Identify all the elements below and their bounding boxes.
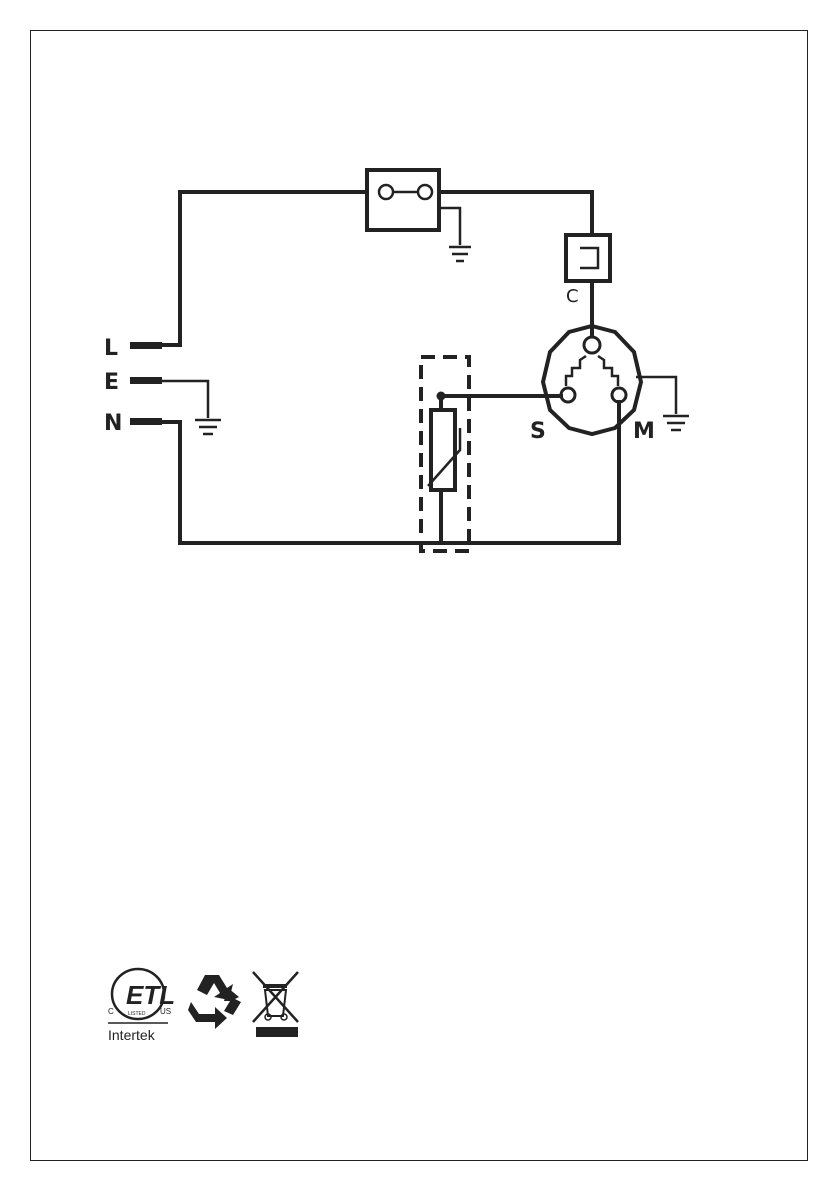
- terminal-label-l: L: [104, 336, 118, 361]
- terminal-plug-e: [130, 377, 162, 384]
- ground-icon: [449, 247, 471, 261]
- wire-earth: [162, 381, 208, 418]
- compressor-winding-main: [598, 356, 618, 386]
- terminal-label-n: N: [104, 411, 122, 436]
- thermostat-ground-lead: [439, 208, 460, 245]
- compressor-pin-common: [584, 337, 600, 353]
- pin-label-m: M: [633, 419, 655, 444]
- ground-icon: [195, 420, 221, 434]
- capacitor-box: [566, 235, 610, 281]
- compressor-pin-start: [561, 388, 575, 402]
- etl-listed-logo: ETL LISTED C US Intertek: [108, 969, 175, 1043]
- etl-us-text: US: [160, 1007, 171, 1016]
- wire-neutral: [162, 402, 619, 543]
- terminal-plug-n: [130, 418, 162, 425]
- capacitor-label: C: [566, 286, 579, 307]
- compressor-pin-main: [612, 388, 626, 402]
- wire-line: [162, 192, 367, 345]
- wire-to-capacitor: [439, 192, 592, 235]
- terminal-plug-l: [130, 342, 162, 349]
- etl-mark-text: ETL: [126, 980, 175, 1010]
- ground-icon: [663, 416, 689, 430]
- ptc-relay-housing: [421, 357, 469, 551]
- capacitor-element: [580, 248, 598, 268]
- intertek-text: Intertek: [108, 1027, 156, 1043]
- weee-crossed-bin-icon: [253, 972, 298, 1037]
- etl-listed-text: LISTED: [128, 1011, 146, 1017]
- pin-label-s: S: [530, 419, 546, 444]
- thermostat-box: [367, 170, 439, 230]
- thermostat-contact-left: [379, 185, 393, 199]
- etl-c-text: C: [108, 1007, 114, 1016]
- compressor-winding-start: [566, 356, 586, 386]
- thermostat-contact-right: [418, 185, 432, 199]
- terminal-label-e: E: [104, 370, 119, 395]
- recycle-icon: [188, 975, 241, 1029]
